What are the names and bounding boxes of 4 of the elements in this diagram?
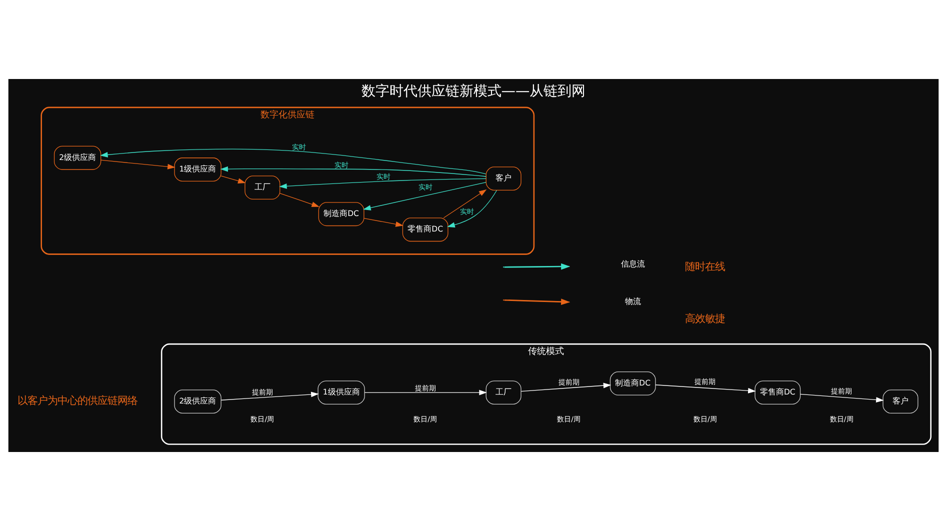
label: 随时在线 [685,261,726,274]
diagram-title: 数字时代供应链新模式——从链到网 [361,84,586,100]
label: 高效敏捷 [685,312,726,325]
label: 以客户为中心的供应链网络 [18,395,138,408]
